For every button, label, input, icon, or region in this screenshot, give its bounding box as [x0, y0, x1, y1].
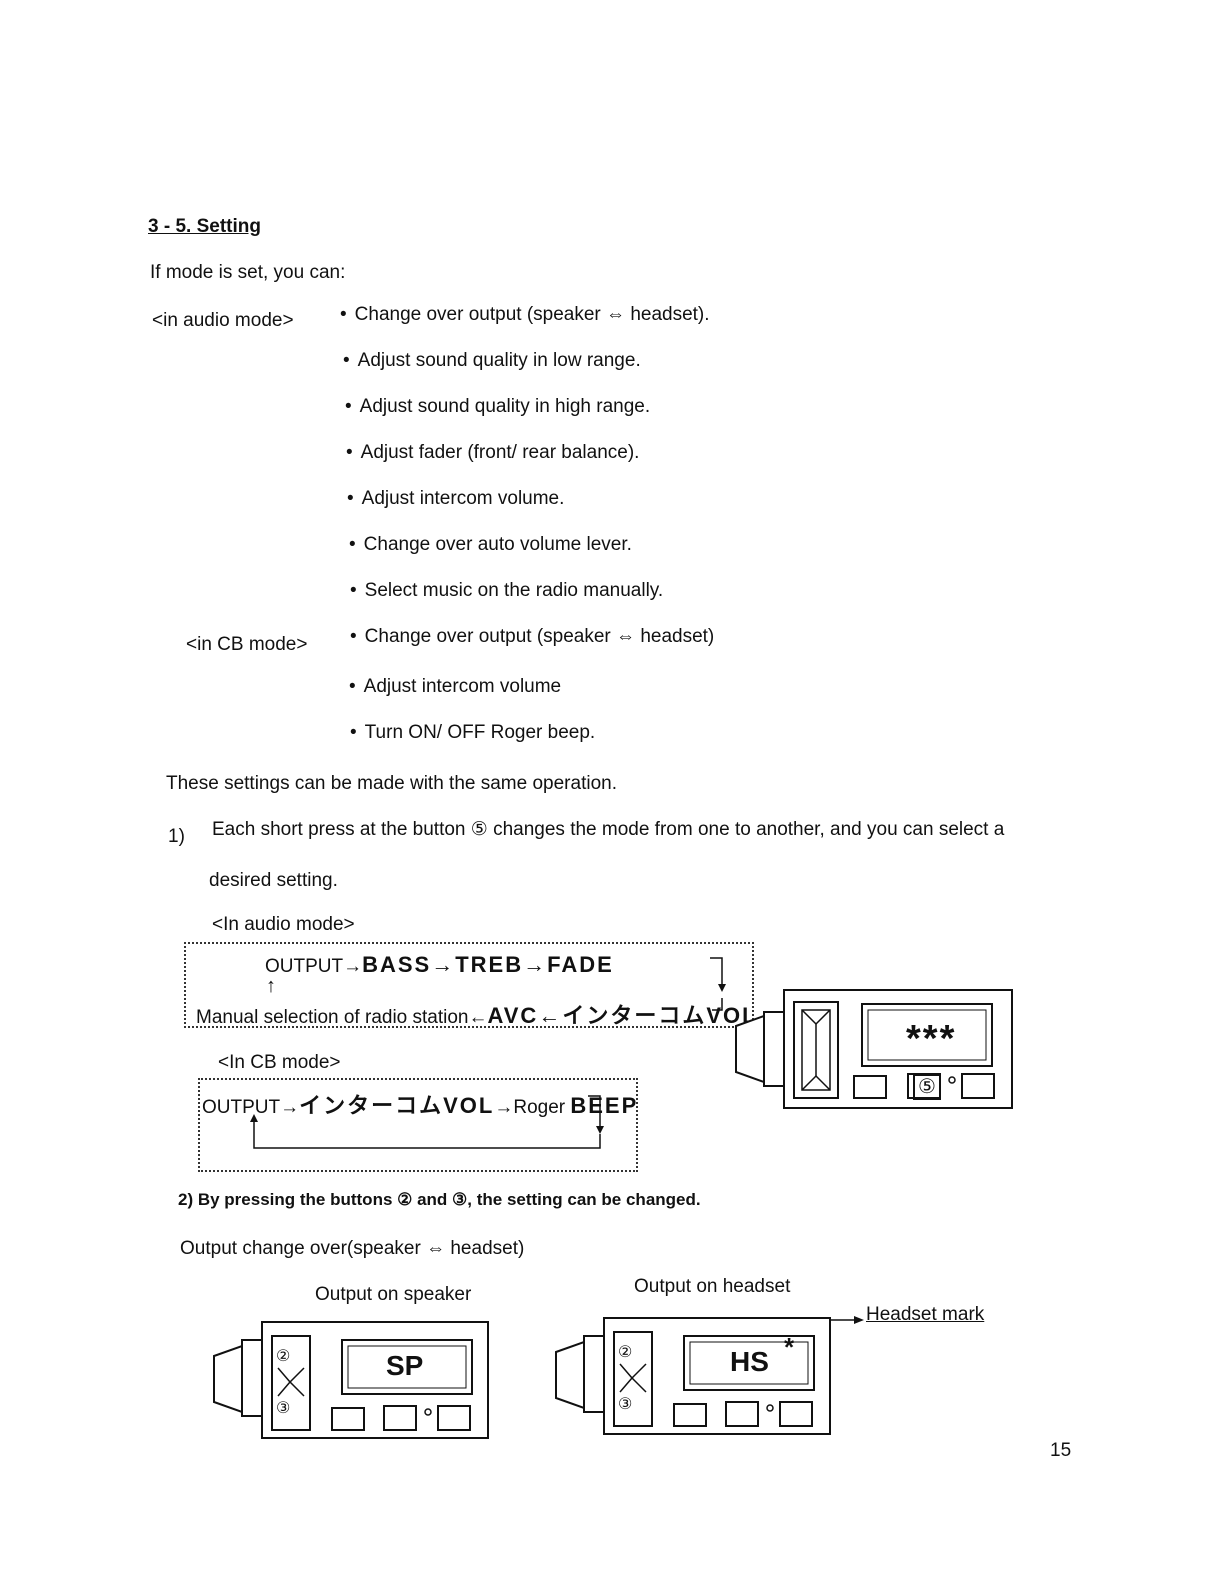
flow-manual-selection: Manual selection of radio station←	[196, 1007, 488, 1028]
button-5-label: ⑤	[913, 1074, 941, 1100]
speaker-device-illustration	[213, 1321, 489, 1439]
main-display-text: ***	[906, 1018, 957, 1060]
return-arrow-icon	[710, 957, 726, 1011]
audio-flow-box	[184, 942, 754, 1028]
cb-flow-text: OUTPUT→インターコムVOL→Roger BEEP	[202, 1088, 638, 1120]
output-change-text: Output change over(speaker ⇔ headset)	[180, 1238, 525, 1259]
page-number: 15	[1050, 1440, 1072, 1461]
audio-item: Select music on the radio manually.	[350, 580, 664, 602]
flow-output: OUTPUT→	[265, 956, 363, 977]
audio-item: Adjust sound quality in low range.	[343, 350, 641, 372]
flow-roger: →Roger	[494, 1097, 571, 1118]
cb-loop-arrow-icon	[250, 1095, 604, 1149]
step1-text-cont: desired setting.	[209, 870, 338, 891]
device-illustration	[735, 989, 1013, 1109]
button-2-label: ②	[618, 1344, 633, 1361]
audio-flow-bottom: Manual selection of radio station←AVC←イン…	[196, 998, 758, 1030]
button-3-label: ③	[618, 1396, 633, 1413]
flow-intercom-vol: インターコムVOL	[299, 1093, 495, 1118]
audio-item: Adjust intercom volume.	[347, 488, 565, 510]
headset-mark-label: Headset mark	[866, 1304, 985, 1325]
cb-flow-label: <In CB mode>	[218, 1052, 341, 1073]
flow-beep: BEEP	[570, 1093, 639, 1118]
headset-caption: Output on headset	[634, 1276, 791, 1297]
cb-flow-box	[198, 1078, 638, 1172]
cb-mode-label: <in CB mode>	[186, 634, 308, 655]
audio-flow-label: <In audio mode>	[212, 914, 355, 935]
headset-mark-star: *	[784, 1332, 795, 1362]
audio-flow-top: OUTPUT→BASS→TREB→FADE	[265, 952, 614, 978]
cb-item: Change over output (speaker ⇔ headset)	[350, 626, 715, 648]
headset-device-illustration	[555, 1317, 831, 1435]
flow-output: OUTPUT→	[202, 1097, 300, 1118]
intro-text: If mode is set, you can:	[150, 262, 346, 283]
step1-text: Each short press at the button ⑤ changes…	[212, 819, 1005, 840]
step2-text: 2) By pressing the buttons ② and ③, the …	[178, 1190, 701, 1209]
audio-item: Change over output (speaker ⇔ headset).	[340, 304, 710, 326]
audio-item: Change over auto volume lever.	[349, 534, 632, 556]
speaker-caption: Output on speaker	[315, 1284, 472, 1305]
audio-item: Adjust fader (front/ rear balance).	[346, 442, 640, 464]
cb-item: Adjust intercom volume	[349, 676, 561, 698]
flow-avc-vol: AVC←インターコムVOL	[487, 1003, 758, 1028]
button-2-label: ②	[276, 1348, 291, 1365]
audio-mode-label: <in audio mode>	[152, 310, 294, 331]
audio-item: Adjust sound quality in high range.	[345, 396, 650, 418]
cb-item: Turn ON/ OFF Roger beep.	[350, 722, 596, 744]
headset-display-text: HS	[730, 1346, 769, 1377]
same-operation-text: These settings can be made with the same…	[166, 773, 617, 794]
speaker-display-text: SP	[386, 1350, 424, 1381]
flow-bass-treb-fade: BASS→TREB→FADE	[362, 952, 614, 977]
button-3-label: ③	[276, 1400, 291, 1417]
step1-number: 1)	[168, 826, 185, 847]
up-arrow-icon: ↑	[266, 975, 276, 997]
section-heading: 3 - 5. Setting	[148, 216, 261, 237]
